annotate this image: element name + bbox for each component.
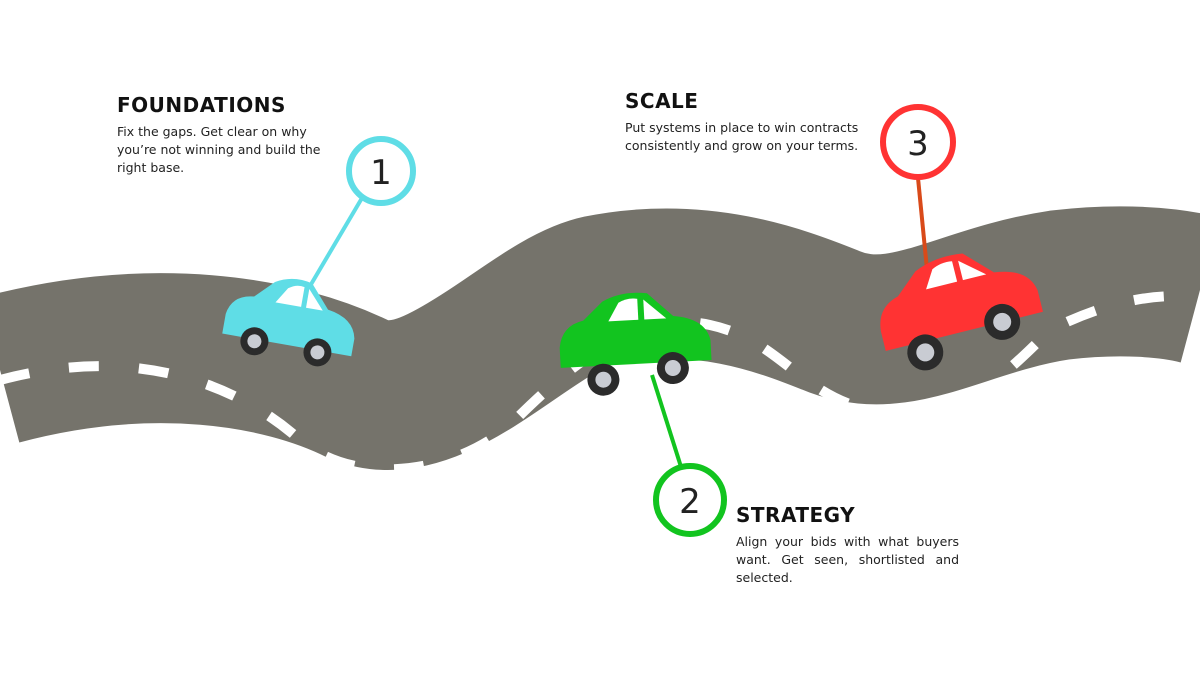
road: [0, 206, 1200, 470]
pin-2-circle: [653, 463, 727, 537]
car-3-red-icon: [880, 253, 1043, 371]
car-1-blue-icon: [222, 278, 355, 367]
stage-3-description: Put systems in place to win contracts co…: [625, 120, 859, 153]
pin-2-stem: [650, 374, 684, 471]
stage-1-description: Fix the gaps. Get clear on why you’re no…: [117, 124, 321, 175]
road-center-dashes: [0, 291, 1200, 475]
stage-2-description: Align your bids with what buyers want. G…: [736, 534, 959, 585]
pin-1-circle: [346, 136, 416, 206]
stage-2-title: STRATEGY: [736, 503, 856, 527]
stage-3-title: SCALE: [625, 89, 699, 113]
stage-1-title: FOUNDATIONS: [117, 93, 286, 117]
pin-3-circle: [880, 104, 956, 180]
stage-3-text: SCALE Put systems in place to win contra…: [625, 89, 865, 155]
stage-1-text: FOUNDATIONS Fix the gaps. Get clear on w…: [117, 93, 322, 177]
pin-2-number: 2: [679, 482, 701, 522]
car-2-green-icon: [559, 292, 712, 396]
pin-1-number: 1: [370, 153, 392, 193]
stage-2-text: STRATEGY Align your bids with what buyer…: [736, 503, 959, 587]
pin-3-number: 3: [907, 124, 929, 164]
